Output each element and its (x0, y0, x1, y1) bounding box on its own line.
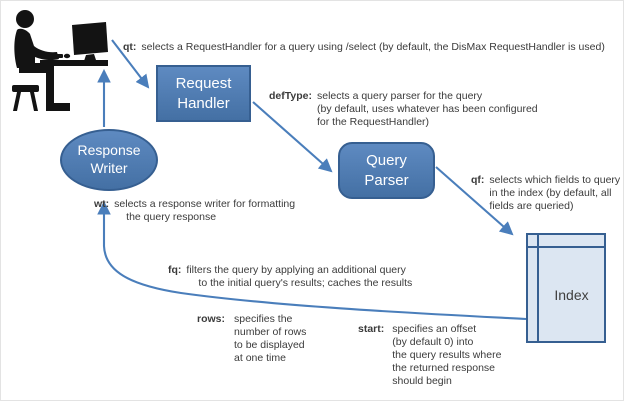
annotation-line: selects which fields to query (489, 174, 621, 186)
param-defType: defType: (269, 90, 312, 102)
param-rows: rows: (197, 313, 226, 325)
annotation-line: the returned response (392, 362, 495, 374)
arrow-request-handler-to-query-parser (252, 101, 333, 173)
annotation-line: at one time (234, 352, 286, 364)
annotation-line: specifies the (234, 313, 293, 325)
annotation-line: fields are queried) (489, 200, 574, 212)
annotation-line: (by default 0) into (392, 336, 474, 348)
annotation-wt: wt: selects a response writer for format… (94, 198, 295, 224)
annotation-qf: qf: selects which fields to query in the… (471, 174, 620, 213)
param-wt: wt: (94, 198, 110, 210)
response-writer-label: Response Writer (77, 142, 141, 176)
arrow-index-to-response-writer (97, 200, 527, 321)
annotation-line: selects a RequestHandler for a query usi… (141, 41, 605, 53)
index-divider-vertical (537, 235, 539, 341)
annotation-fq: fq: filters the query by applying an add… (168, 264, 412, 290)
annotation-line: specifies an offset (392, 323, 477, 335)
annotation-line: should begin (392, 375, 452, 387)
node-index: Index (526, 233, 606, 343)
annotation-line: selects a query parser for the query (316, 90, 483, 102)
annotation-line: filters the query by applying an additio… (186, 264, 406, 276)
query-parser-label: Query Parser (364, 152, 409, 189)
index-divider-horizontal (528, 246, 604, 248)
annotation-rows: rows: specifies the number of rows to be… (197, 313, 306, 365)
annotation-line: number of rows (234, 326, 307, 338)
arrow-query-parser-to-index (435, 166, 514, 236)
annotation-line: (by default, uses whatever has been conf… (316, 103, 538, 115)
node-response-writer: Response Writer (60, 129, 158, 191)
param-start: start: (358, 323, 385, 335)
annotation-line: to the initial query's results; caches t… (198, 277, 413, 289)
annotation-qt: qt: selects a RequestHandler for a query… (123, 41, 605, 54)
user-at-computer-icon (12, 10, 108, 111)
annotation-line: to be displayed (234, 339, 305, 351)
param-qt: qt: (123, 41, 137, 53)
request-handler-label: Request Handler (175, 75, 232, 112)
index-label: Index (554, 286, 589, 303)
param-fq: fq: (168, 264, 182, 276)
annotation-defType: defType: selects a query parser for the … (269, 90, 538, 129)
arrow-user-to-request-handler (111, 39, 150, 89)
node-request-handler: Request Handler (156, 65, 251, 122)
annotation-line: the query response (126, 211, 217, 223)
annotation-line: for the RequestHandler) (316, 116, 430, 128)
annotation-line: the query results where (392, 349, 502, 361)
node-query-parser: Query Parser (338, 142, 435, 199)
param-qf: qf: (471, 174, 485, 186)
annotation-line: selects a response writer for formatting (114, 198, 296, 210)
annotation-line: in the index (by default, all (489, 187, 612, 199)
annotation-start: start: specifies an offset (by default 0… (358, 323, 501, 388)
